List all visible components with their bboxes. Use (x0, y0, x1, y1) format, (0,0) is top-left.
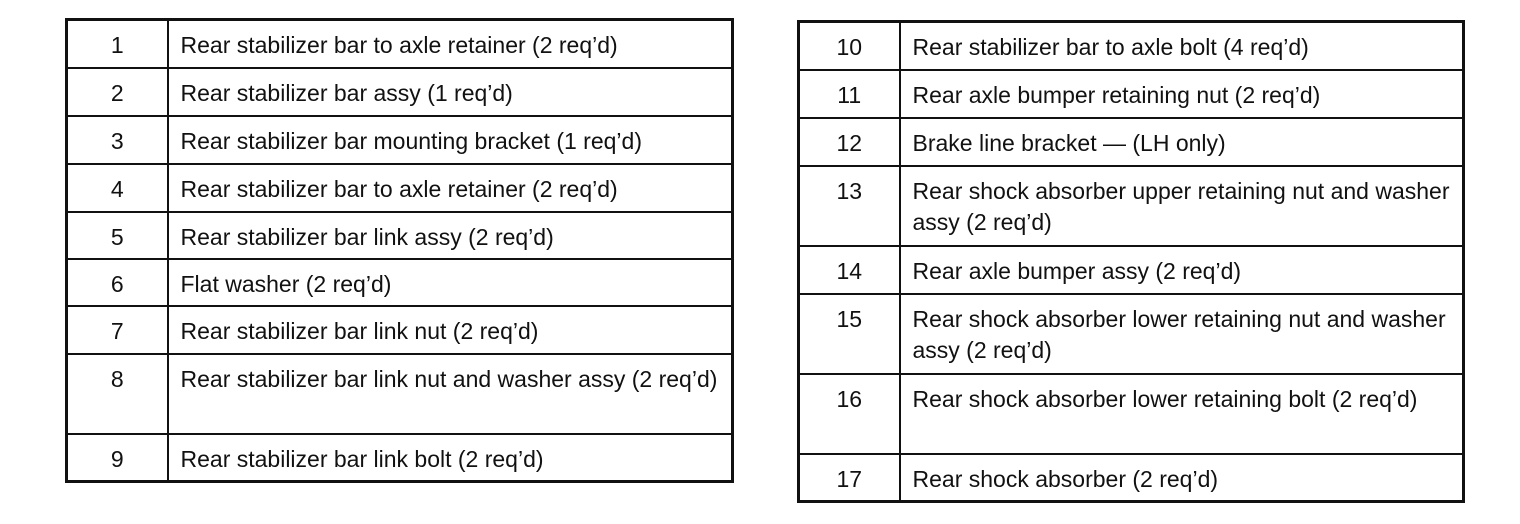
part-number: 15 (797, 292, 901, 375)
part-number: 2 (65, 66, 169, 117)
part-description: Rear stabilizer bar link assy (2 req’d) (166, 210, 734, 260)
part-number: 3 (65, 114, 169, 165)
table-row: 13 Rear shock absorber upper retaining n… (797, 164, 1465, 247)
table-row: 3 Rear stabilizer bar mounting bracket (… (65, 114, 734, 165)
part-number: 12 (797, 116, 901, 167)
table-row: 16 Rear shock absorber lower retaining b… (797, 372, 1465, 455)
part-number: 5 (65, 210, 169, 260)
table-row: 6 Flat washer (2 req’d) (65, 257, 734, 307)
part-number: 9 (65, 432, 169, 483)
table-row: 11 Rear axle bumper retaining nut (2 req… (797, 68, 1465, 119)
part-description: Rear shock absorber (2 req’d) (898, 452, 1465, 503)
parts-table-left: 1 Rear stabilizer bar to axle retainer (… (65, 18, 734, 483)
table-row: 5 Rear stabilizer bar link assy (2 req’d… (65, 210, 734, 260)
table-row: 4 Rear stabilizer bar to axle retainer (… (65, 162, 734, 213)
parts-table-right: 10 Rear stabilizer bar to axle bolt (4 r… (797, 20, 1465, 503)
part-number: 8 (65, 352, 169, 435)
table-row: 7 Rear stabilizer bar link nut (2 req’d) (65, 304, 734, 355)
part-number: 7 (65, 304, 169, 355)
part-description: Brake line bracket — (LH only) (898, 116, 1465, 167)
part-description: Rear stabilizer bar to axle retainer (2 … (166, 162, 734, 213)
table-row: 2 Rear stabilizer bar assy (1 req’d) (65, 66, 734, 117)
part-description: Rear stabilizer bar assy (1 req’d) (166, 66, 734, 117)
part-description: Rear stabilizer bar to axle retainer (2 … (166, 18, 734, 69)
part-description: Rear stabilizer bar link nut (2 req’d) (166, 304, 734, 355)
part-number: 14 (797, 244, 901, 295)
part-description: Rear axle bumper assy (2 req’d) (898, 244, 1465, 295)
table-row: 12 Brake line bracket — (LH only) (797, 116, 1465, 167)
part-number: 17 (797, 452, 901, 503)
part-description: Flat washer (2 req’d) (166, 257, 734, 307)
table-row: 8 Rear stabilizer bar link nut and washe… (65, 352, 734, 435)
table-row: 17 Rear shock absorber (2 req’d) (797, 452, 1465, 503)
table-row: 9 Rear stabilizer bar link bolt (2 req’d… (65, 432, 734, 483)
part-number: 4 (65, 162, 169, 213)
part-description: Rear stabilizer bar to axle bolt (4 req’… (898, 20, 1465, 71)
part-description: Rear axle bumper retaining nut (2 req’d) (898, 68, 1465, 119)
table-row: 1 Rear stabilizer bar to axle retainer (… (65, 18, 734, 69)
table-row: 10 Rear stabilizer bar to axle bolt (4 r… (797, 20, 1465, 71)
part-number: 11 (797, 68, 901, 119)
part-number: 16 (797, 372, 901, 455)
part-description: Rear stabilizer bar link bolt (2 req’d) (166, 432, 734, 483)
table-row: 14 Rear axle bumper assy (2 req’d) (797, 244, 1465, 295)
part-number: 13 (797, 164, 901, 247)
part-description: Rear shock absorber lower retaining bolt… (898, 372, 1465, 455)
part-description: Rear shock absorber upper retaining nut … (898, 164, 1465, 247)
part-number: 10 (797, 20, 901, 71)
part-number: 1 (65, 18, 169, 69)
part-description: Rear shock absorber lower retaining nut … (898, 292, 1465, 375)
part-number: 6 (65, 257, 169, 307)
part-description: Rear stabilizer bar mounting bracket (1 … (166, 114, 734, 165)
part-description: Rear stabilizer bar link nut and washer … (166, 352, 734, 435)
table-row: 15 Rear shock absorber lower retaining n… (797, 292, 1465, 375)
